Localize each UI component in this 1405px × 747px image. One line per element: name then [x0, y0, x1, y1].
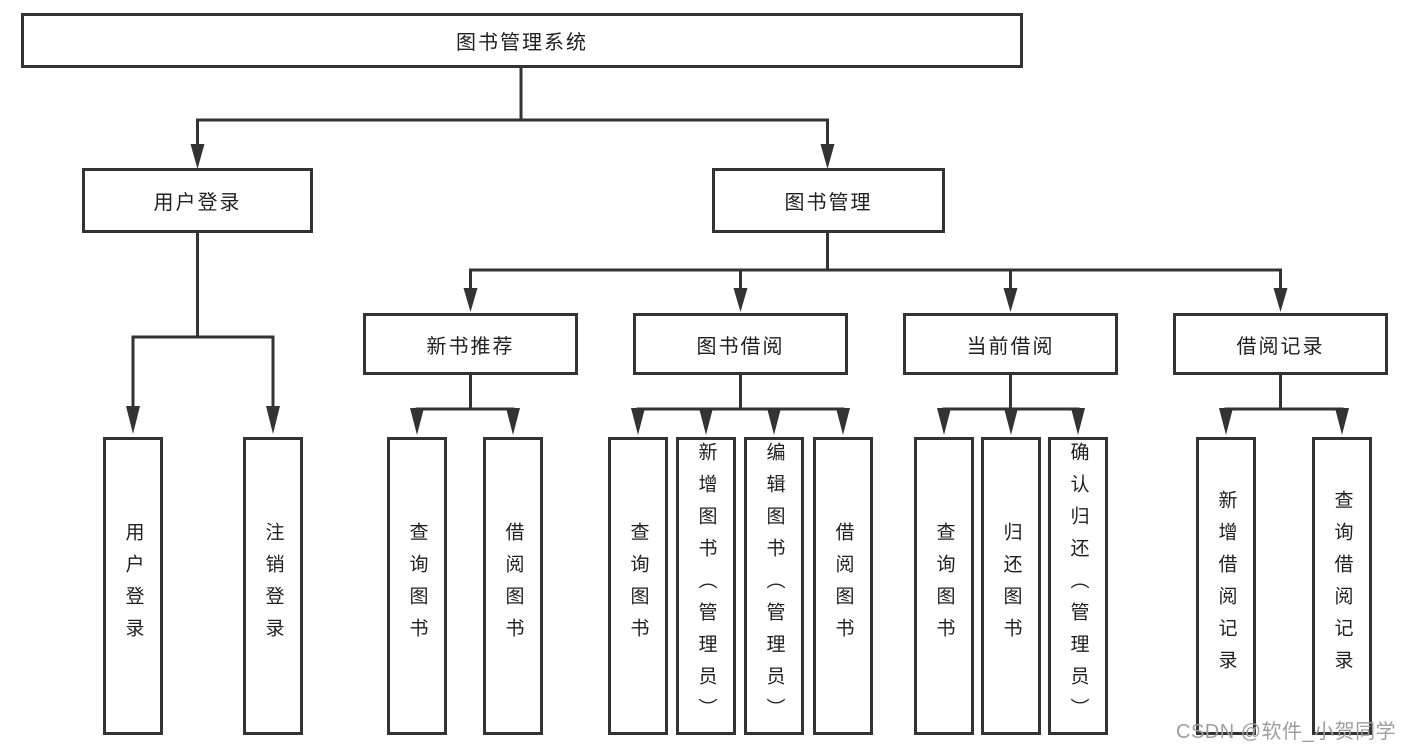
- node-current-borrow: 当前借阅: [903, 313, 1118, 375]
- leaf-logout: 注销登录: [243, 437, 303, 735]
- node-book-borrow: 图书借阅: [633, 313, 848, 375]
- csdn-watermark: CSDN @软件_小贺同学: [1176, 721, 1397, 743]
- leaf-current-return-books: 归还图书: [981, 437, 1041, 735]
- leaf-records-query-record: 查询借阅记录: [1312, 437, 1372, 735]
- leaf-current-confirm-return-admin: 确认归还（管理员）: [1048, 437, 1108, 735]
- leaf-recommend-query-books: 查询图书: [387, 437, 447, 735]
- leaf-recommend-borrow-books: 借阅图书: [483, 437, 543, 735]
- leaf-user-login: 用户登录: [103, 437, 163, 735]
- node-user-login: 用户登录: [82, 168, 313, 233]
- leaf-borrow-borrow-books: 借阅图书: [813, 437, 873, 735]
- node-borrow-records: 借阅记录: [1173, 313, 1388, 375]
- node-root: 图书管理系统: [21, 13, 1023, 68]
- leaf-borrow-query-books: 查询图书: [608, 437, 668, 735]
- node-new-book-recommend: 新书推荐: [363, 313, 578, 375]
- leaf-borrow-edit-books-admin: 编辑图书（管理员）: [744, 437, 804, 735]
- leaf-current-query-books: 查询图书: [914, 437, 974, 735]
- leaf-records-add-record: 新增借阅记录: [1196, 437, 1256, 735]
- node-book-management: 图书管理: [712, 168, 945, 233]
- leaf-borrow-add-books-admin: 新增图书（管理员）: [676, 437, 736, 735]
